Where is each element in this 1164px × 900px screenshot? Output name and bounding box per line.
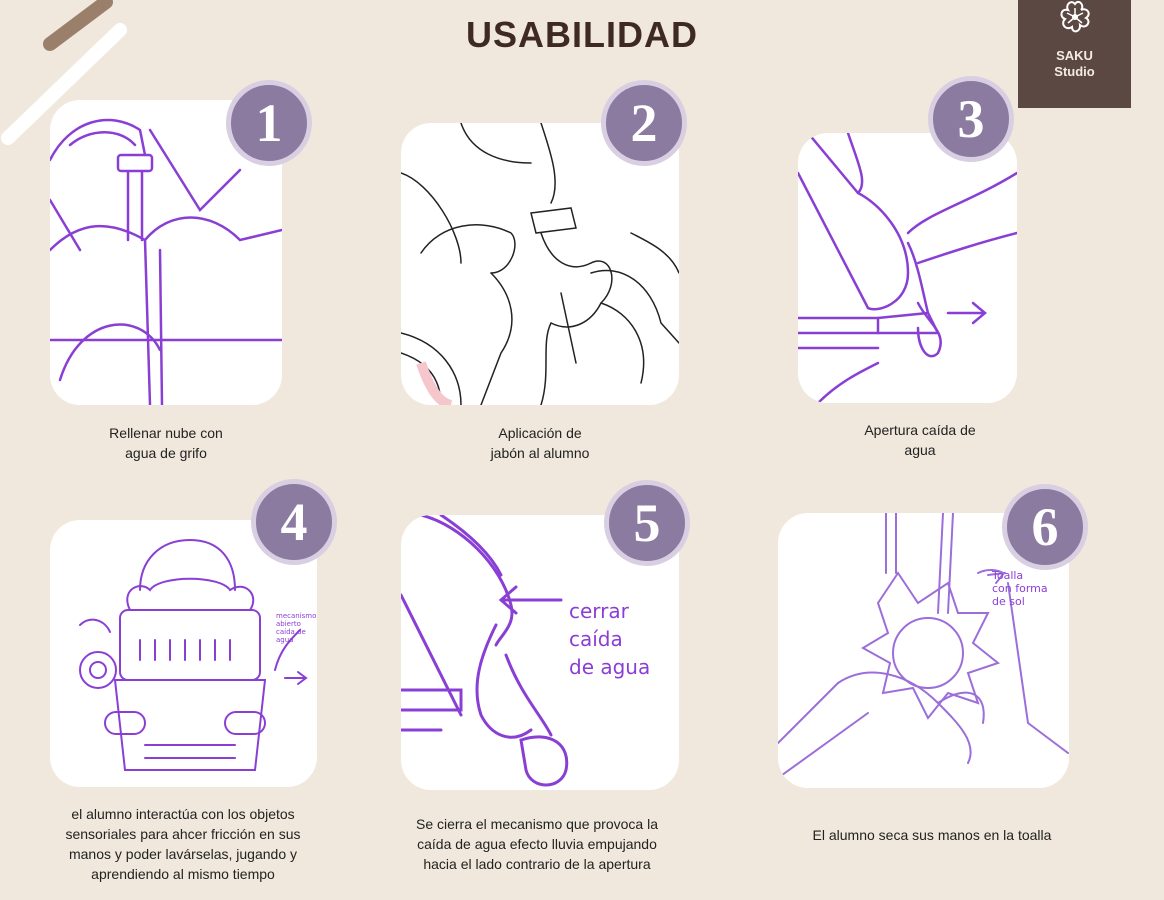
- decorative-stripes: [1, 0, 127, 145]
- step-6-illustration: Toalla con forma de sol: [778, 513, 1069, 788]
- logo-name: SAKU: [1056, 48, 1093, 63]
- step-3-caption: Apertura caída de agua: [864, 422, 976, 458]
- step-2-caption: Aplicación de jabón al alumno: [490, 425, 590, 461]
- sketch-sun-towel: [778, 513, 1069, 779]
- step-4-number-badge: 4: [251, 479, 337, 565]
- step-2-number-badge: 2: [601, 80, 687, 166]
- step-5-caption: Se cierra el mecanismo que provoca la ca…: [415, 816, 658, 872]
- step-4-sketch-note: mecanismo abierto caída de agua: [276, 612, 317, 644]
- sketch-closing-mechanism: [401, 515, 569, 787]
- step-6-caption: El alumno seca sus manos en la toalla: [812, 827, 1052, 843]
- step-1-number-badge: 1: [226, 80, 312, 166]
- saku-studio-logo: SAKU Studio: [1018, 0, 1131, 108]
- step-3-number-badge: 3: [928, 76, 1014, 162]
- sketch-faucet-cloud: [50, 105, 282, 405]
- step-4-caption: el alumno interactúa con los objetos sen…: [65, 806, 301, 882]
- sketch-sensory-device: [79, 538, 308, 771]
- step-5-sketch-note: cerrar caída de agua: [569, 599, 651, 679]
- step-6-number-badge: 6: [1002, 484, 1088, 570]
- step-4-illustration: mecanismo abierto caída de agua: [50, 520, 317, 787]
- step-6-sketch-note: Toalla con forma de sol: [992, 569, 1048, 608]
- page-title: USABILIDAD: [466, 14, 698, 55]
- sketch-opening-water: [798, 133, 1017, 403]
- step-5-number-badge: 5: [604, 480, 690, 566]
- sketch-soap-hands: [401, 123, 679, 405]
- logo-subtitle: Studio: [1054, 64, 1095, 79]
- step-1-caption: Rellenar nube con agua de grifo: [109, 425, 223, 461]
- step-2-illustration: [401, 123, 679, 405]
- step-3-illustration: [798, 133, 1017, 403]
- cherry-blossom-icon: [1059, 0, 1090, 33]
